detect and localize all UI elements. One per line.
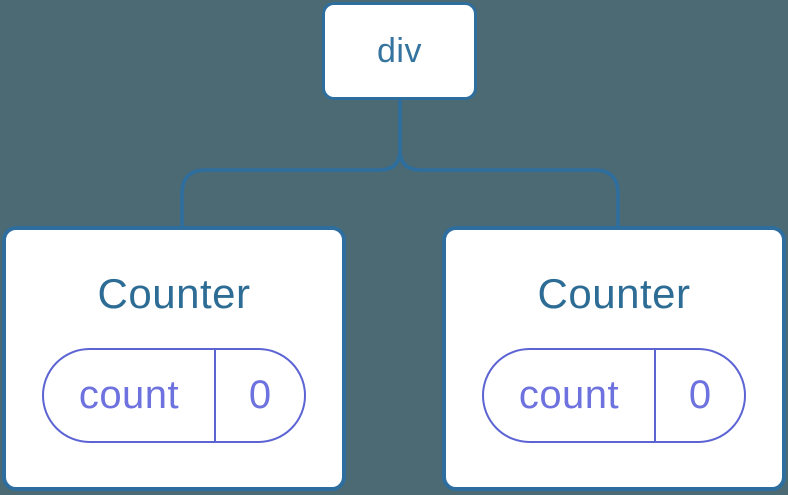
state-value: 0: [688, 373, 712, 417]
counter-title: Counter: [97, 270, 251, 317]
state-pill: count 0: [42, 348, 306, 443]
state-key-label: count: [484, 350, 656, 441]
state-value: 0: [248, 373, 272, 417]
counter-title: Counter: [537, 270, 691, 317]
counter-node-right: Counter count 0: [442, 226, 786, 491]
connector-right-branch: [398, 99, 620, 228]
state-key-label: count: [44, 350, 216, 441]
root-node-label: div: [377, 31, 422, 70]
state-pill: count 0: [482, 348, 746, 443]
counter-node-left: Counter count 0: [2, 226, 346, 491]
connector-left-branch: [180, 99, 402, 228]
root-node: div: [322, 2, 477, 100]
